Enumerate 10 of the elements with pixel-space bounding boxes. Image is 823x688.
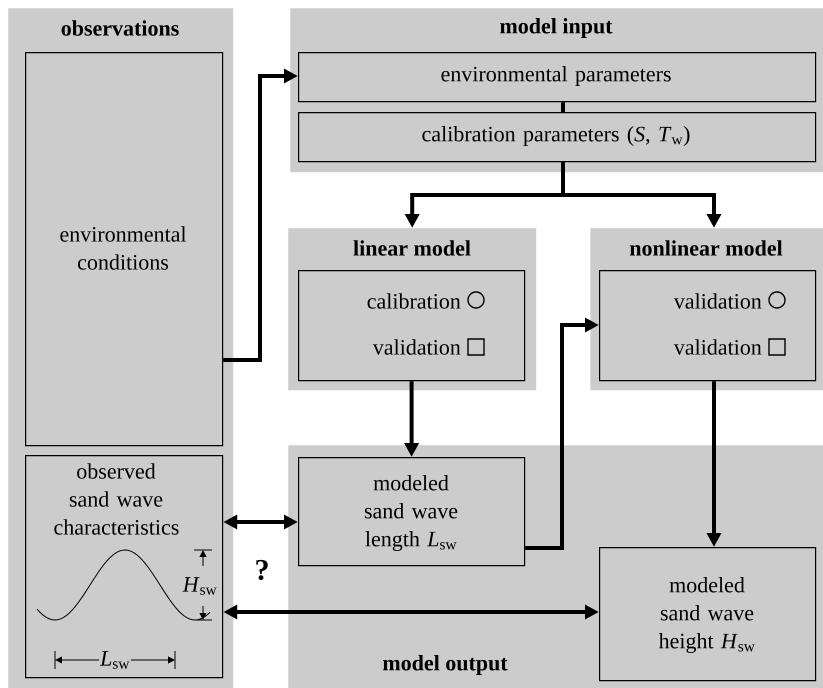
model-box: calibration validation bbox=[298, 270, 526, 382]
text-box: environmental parameters bbox=[298, 52, 816, 102]
text-box: modeled sand wave height H$_{sw}$ bbox=[599, 547, 816, 682]
dimension-label: L$_{sw}$ bbox=[99, 650, 131, 670]
dimension-label: H$_{sw}$ bbox=[182, 576, 218, 596]
model-box: validation validation bbox=[599, 270, 816, 382]
question-mark: ? bbox=[254, 558, 270, 582]
text-box: calibration parameters (S, T$_{w}$) bbox=[298, 112, 816, 162]
text-box: modeled sand wave length L$_{sw}$ bbox=[298, 457, 526, 566]
text-box: environmental conditions bbox=[25, 52, 224, 446]
